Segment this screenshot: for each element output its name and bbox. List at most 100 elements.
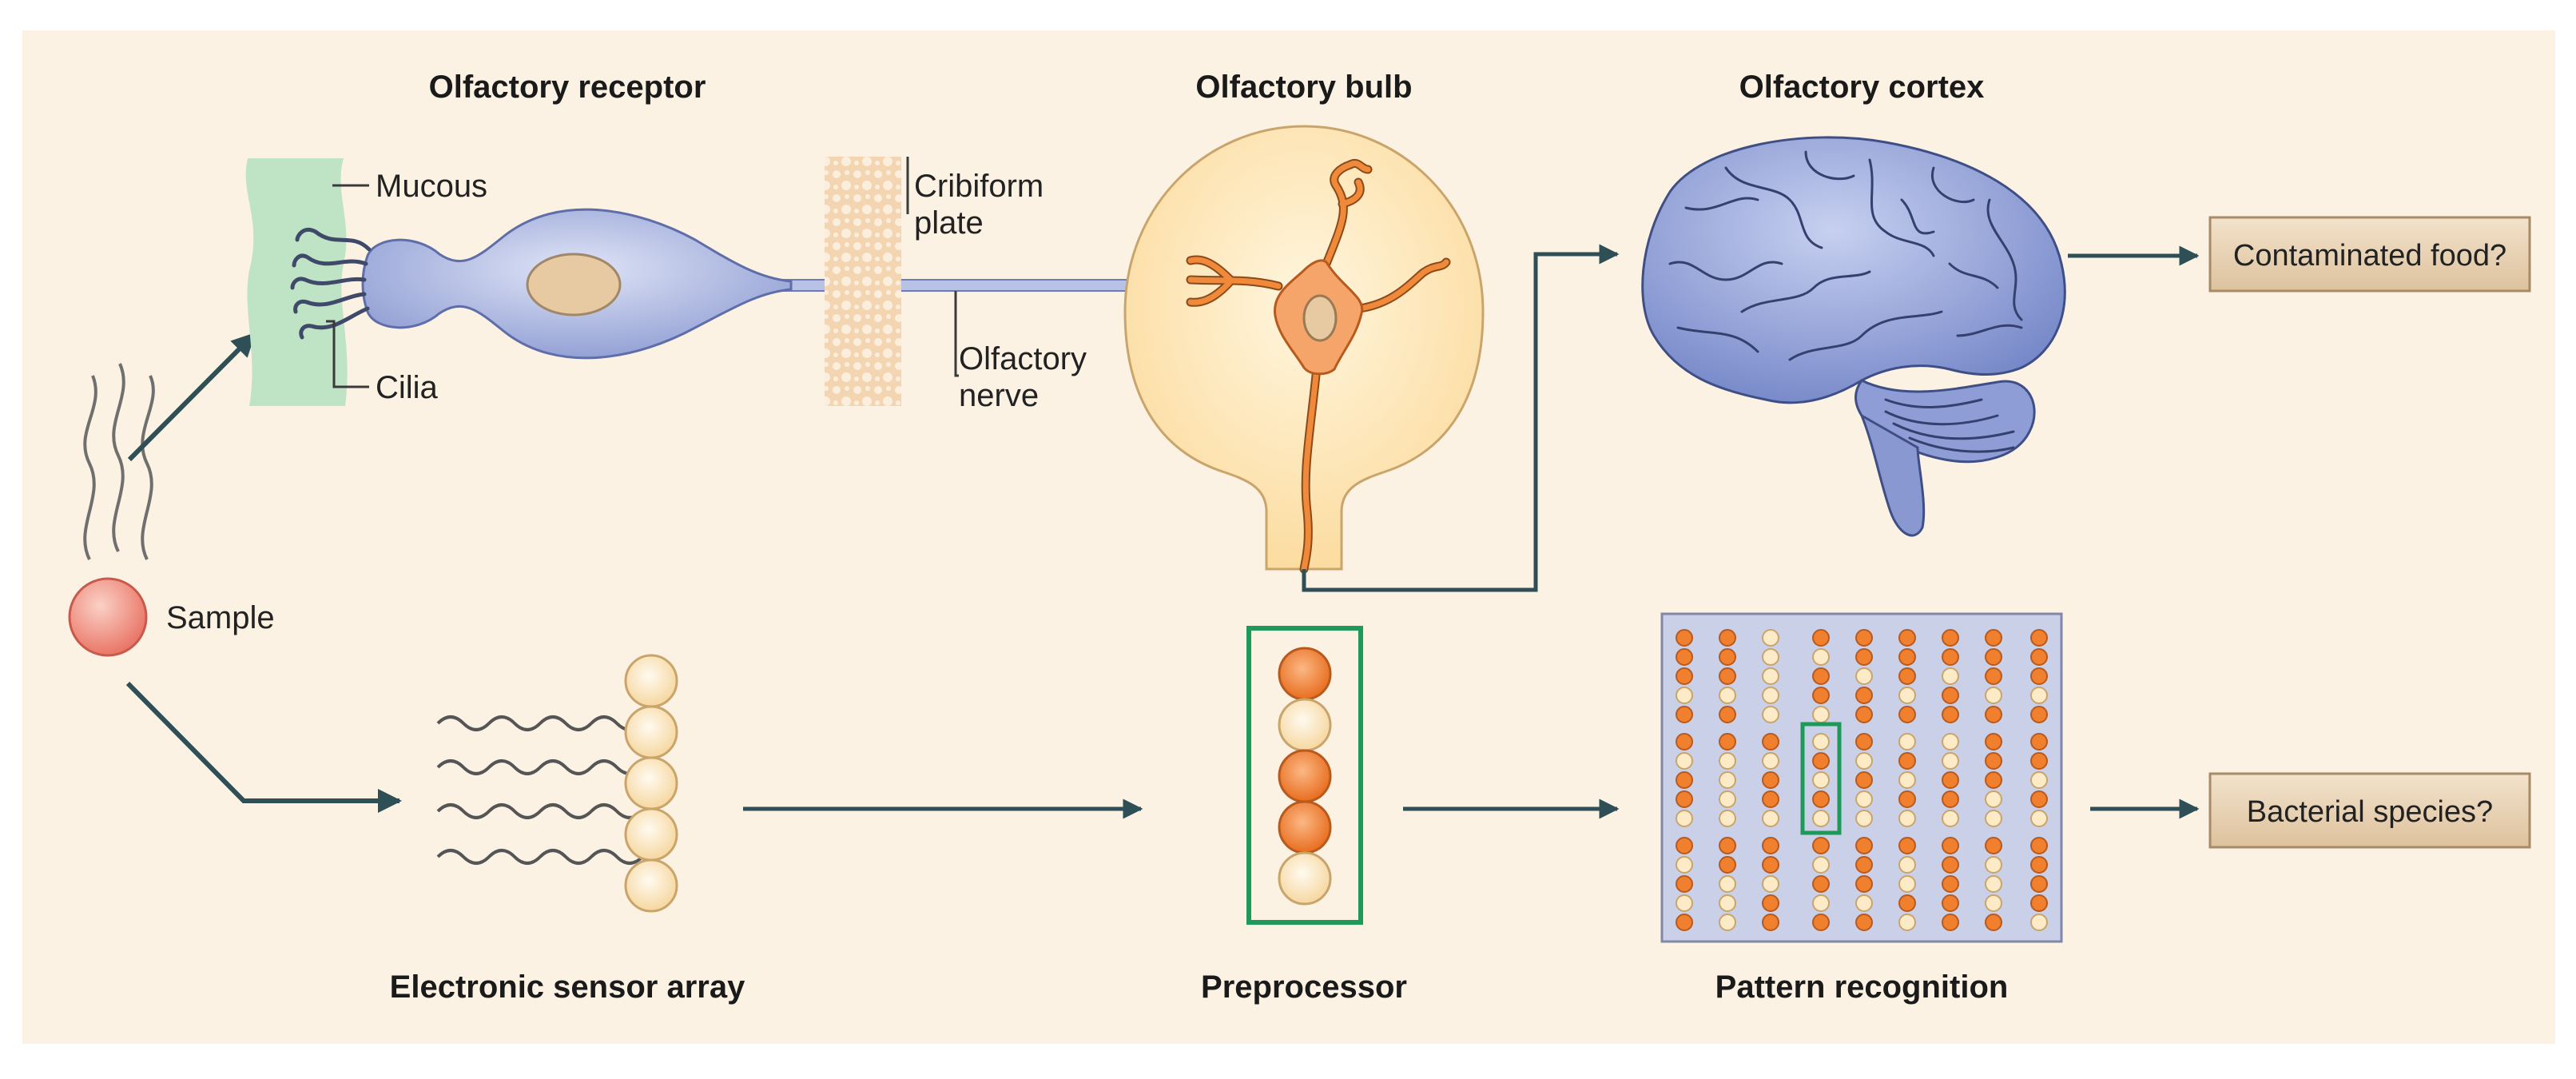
pattern-dot-active <box>1942 629 1959 647</box>
cribiform-plate <box>825 157 901 406</box>
pattern-dot-active <box>1898 667 1916 685</box>
pattern-dot <box>1898 771 1916 789</box>
mitral-neuron <box>1186 158 1451 574</box>
pattern-dot <box>1676 752 1693 770</box>
preprocessor-element <box>1278 698 1332 752</box>
cilia-leader <box>326 320 369 388</box>
pattern-dot-active <box>1942 894 1959 912</box>
pattern-dot-active <box>1985 752 2002 770</box>
pattern-dot-active <box>1985 733 2002 751</box>
pattern-dot <box>1812 856 1830 874</box>
pattern-dot-active <box>1898 648 1916 666</box>
pattern-dot <box>1855 790 1873 808</box>
pattern-dot-active <box>1812 687 1830 704</box>
pattern-dot <box>1719 771 1736 789</box>
preprocessor-elements <box>1278 647 1332 906</box>
nerve-label-line1: Olfactory <box>959 341 1087 376</box>
pattern-dot-active <box>1942 790 1959 808</box>
pattern-dot-active <box>2030 648 2048 666</box>
pattern-dot-active <box>1855 837 1873 854</box>
arrow-sample-to-sensors <box>125 681 402 813</box>
pattern-dot-active <box>1762 856 1779 874</box>
pattern-dot <box>1812 706 1830 723</box>
sensor-element <box>624 705 678 759</box>
pattern-dot <box>1985 810 2002 827</box>
title-preprocessor: Preprocessor <box>1201 970 1407 1005</box>
pattern-dot-active <box>2030 667 2048 685</box>
pattern-dot <box>2030 771 2048 789</box>
pattern-dot-active <box>1676 771 1693 789</box>
output-box-biological <box>2208 216 2531 293</box>
pattern-dot-active <box>1855 629 1873 647</box>
pattern-dot-active <box>2030 875 2048 893</box>
pattern-dot <box>1985 894 2002 912</box>
pattern-dot-active <box>1985 706 2002 723</box>
pattern-dot-active <box>1676 914 1693 931</box>
title-olfactory-cortex: Olfactory cortex <box>1739 70 1985 105</box>
pattern-dot <box>1985 687 2002 704</box>
pattern-dot-active <box>1855 733 1873 751</box>
preprocessor-frame <box>1246 626 1363 925</box>
brain-icon <box>1641 136 2066 537</box>
pattern-dot <box>1719 687 1736 704</box>
pattern-dot-active <box>1898 894 1916 912</box>
pattern-dot-active <box>1942 648 1959 666</box>
pattern-dot <box>1855 894 1873 912</box>
pattern-dot-active <box>1942 687 1959 704</box>
pattern-dot-active <box>1942 914 1959 931</box>
pattern-dot-active <box>1762 771 1779 789</box>
pattern-dot <box>1719 875 1736 893</box>
pattern-dot-active <box>1855 914 1873 931</box>
pattern-dot-active <box>1942 856 1959 874</box>
pattern-dot <box>1719 894 1736 912</box>
pattern-dot-active <box>1676 733 1693 751</box>
pattern-dot-active <box>1762 837 1779 854</box>
pattern-dot-active <box>1942 837 1959 854</box>
pattern-dot-active <box>1719 856 1736 874</box>
pattern-dot-active <box>1985 648 2002 666</box>
sensor-element <box>624 858 678 913</box>
pattern-dot-active <box>2030 733 2048 751</box>
pattern-dot <box>1898 687 1916 704</box>
nerve-leader <box>954 291 959 377</box>
output-box-electronic <box>2208 772 2531 849</box>
pattern-dot <box>1762 810 1779 827</box>
pattern-dot <box>1812 733 1830 751</box>
pattern-dot-active <box>1676 648 1693 666</box>
pattern-dot-active <box>2030 837 2048 854</box>
preprocessor-element-active <box>1278 647 1332 701</box>
pattern-dot-active <box>1719 667 1736 685</box>
pattern-dot <box>2030 810 2048 827</box>
pattern-dot <box>1719 810 1736 827</box>
pattern-dot <box>1898 914 1916 931</box>
pattern-dot-active <box>1985 771 2002 789</box>
pattern-dot <box>1762 706 1779 723</box>
pattern-dot <box>1898 856 1916 874</box>
pattern-dot-active <box>1942 875 1959 893</box>
pattern-dot-active <box>1676 629 1693 647</box>
sensor-odor-waves <box>436 715 644 865</box>
pattern-dot-active <box>1855 875 1873 893</box>
pattern-dot <box>1812 648 1830 666</box>
pattern-dot-active <box>1676 790 1693 808</box>
pattern-dot <box>1676 856 1693 874</box>
pattern-dot <box>1898 875 1916 893</box>
pattern-dot <box>1762 875 1779 893</box>
pattern-dot-active <box>1985 837 2002 854</box>
pattern-grid <box>1676 629 2048 931</box>
pattern-dot-active <box>1762 914 1779 931</box>
pattern-dot-active <box>2030 894 2048 912</box>
pattern-dot-active <box>1942 771 1959 789</box>
pattern-dot-active <box>1719 706 1736 723</box>
output-biological-label: Contaminated food? <box>2233 239 2506 273</box>
preprocessor-element-active <box>1278 800 1332 854</box>
pattern-dot-active <box>1812 667 1830 685</box>
pattern-dot-active <box>1719 648 1736 666</box>
pattern-dot-active <box>1762 894 1779 912</box>
pattern-dot <box>1762 648 1779 666</box>
pattern-dot <box>1855 667 1873 685</box>
title-olfactory-receptor: Olfactory receptor <box>429 70 706 105</box>
pattern-dot <box>1942 733 1959 751</box>
sensor-array <box>624 654 678 913</box>
